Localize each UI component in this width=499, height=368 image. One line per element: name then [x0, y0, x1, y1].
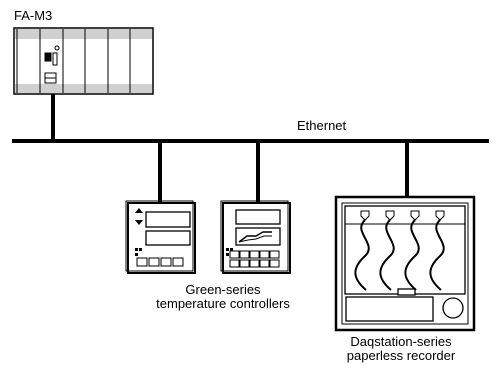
fa-m3-plc-icon	[13, 27, 154, 95]
plc-label: FA-M3	[14, 8, 53, 23]
temperature-controller-2-icon	[220, 200, 291, 274]
ethernet-label: Ethernet	[297, 118, 347, 133]
temperature-controller-1-icon	[125, 200, 196, 274]
recorder-label-line1: Daqstation-series	[350, 334, 452, 349]
controllers-label-line2: temperature controllers	[156, 296, 290, 311]
recorder-label-line2: paperless recorder	[346, 348, 456, 363]
network-drops	[51, 93, 409, 204]
paperless-recorder-icon	[334, 195, 476, 332]
controllers-label-line1: Green-series	[185, 282, 261, 297]
ethernet-bus	[12, 139, 489, 143]
